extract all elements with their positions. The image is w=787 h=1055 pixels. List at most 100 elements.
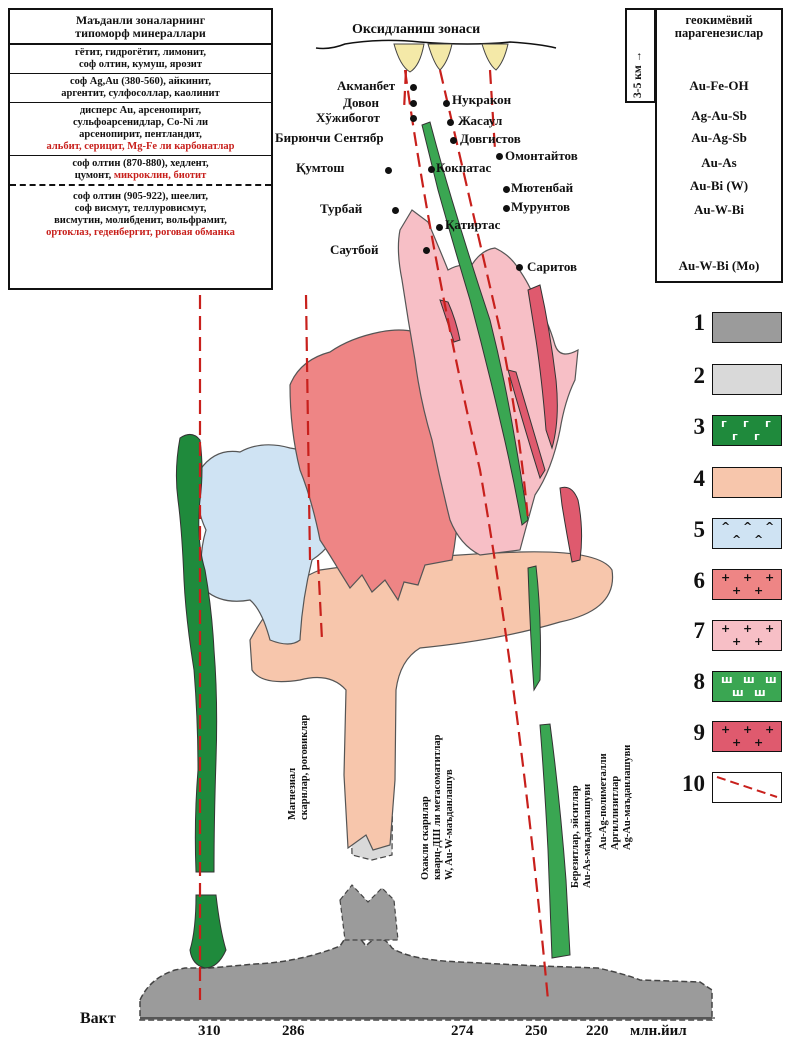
- deposit-dot: [385, 167, 392, 174]
- vlabel-line: Au-Ag-полиметалли: [598, 745, 610, 850]
- dyke-unit-8-lower: [540, 724, 570, 958]
- deposit-label: Қумтош: [296, 160, 344, 176]
- deposit-label: Бирюнчи Сентябр: [275, 130, 384, 146]
- zone-row-2-line: аргентит, сулфосоллар, каолинит: [14, 88, 267, 100]
- legend-pattern-glyph: +: [732, 736, 741, 749]
- deposit-dot: [392, 207, 399, 214]
- zone-row-3-line: арсенопирит, пентландит,: [14, 129, 267, 141]
- diabase-dyke-lower: [190, 895, 226, 968]
- deposit-label: Довон: [343, 95, 379, 111]
- deposit-label: Нукракон: [452, 92, 511, 108]
- geochem-item: Ag-Au-Sb: [657, 108, 781, 124]
- zone-row-5-line: висмутин, молибденит, вольфрамит,: [14, 215, 267, 227]
- zones-header-line-2: типоморф минераллари: [14, 27, 267, 40]
- geochem-header: геокимёвий парагенезислар: [657, 10, 781, 40]
- geochemical-paragenesis-box: геокимёвий парагенезислар Au-Fe-OH Ag-Au…: [655, 8, 783, 283]
- legend-swatch: ггггг: [712, 415, 782, 446]
- zone-row-4-line: соф олтин (870-880), хедлент,: [14, 158, 267, 170]
- legend-pattern-glyph: +: [721, 571, 730, 584]
- zone-row-3-line: дисперс Au, арсенопирит,: [14, 105, 267, 117]
- legend-pattern-glyph: ш: [732, 686, 744, 699]
- deposit-label: Мютенбай: [511, 180, 573, 196]
- legend-pattern-glyph: +: [765, 622, 774, 635]
- legend-swatch: [712, 772, 782, 803]
- legend-number: 3: [675, 414, 705, 440]
- zone-row-2-line: соф Ag,Au (380-560), айкинит,: [14, 76, 267, 88]
- deposit-label: Турбай: [320, 201, 362, 217]
- legend-pattern-glyph: г: [743, 417, 749, 430]
- vlabel-line: Ag-Au-маъданлашуви: [622, 745, 634, 850]
- label-argillizites: Au-Ag-полиметалли Аргиллизитлар Ag-Au-ма…: [598, 745, 634, 850]
- legend-pattern-glyph: ^: [754, 533, 763, 546]
- legend-number: 8: [675, 669, 705, 695]
- legend-pattern-glyph: ш: [765, 673, 777, 686]
- legend-pattern-glyph: +: [765, 571, 774, 584]
- legend-number: 5: [675, 517, 705, 543]
- legend-number: 4: [675, 466, 705, 492]
- axis-tick-label: 310: [198, 1023, 221, 1040]
- legend-pattern-glyph: г: [732, 430, 738, 443]
- legend-pattern-glyph: +: [754, 736, 763, 749]
- zone-row-3: дисперс Au, арсенопирит, сульфоарсенидла…: [10, 103, 271, 156]
- zones-table-header: Маъданли зоналарнинг типоморф минераллар…: [10, 10, 271, 45]
- geochem-item: Au-W-Bi (Mo): [657, 258, 781, 274]
- geochem-item: Au-W-Bi: [657, 202, 781, 218]
- legend-pattern-glyph: +: [743, 622, 752, 635]
- deposit-label: Саутбой: [330, 242, 378, 258]
- legend-swatch: [712, 467, 782, 498]
- vlabel-line: Охакли скарнлар: [420, 734, 432, 880]
- scale-text: 3-5 км: [632, 65, 644, 98]
- geochem-item: Au-Fe-OH: [657, 78, 781, 94]
- deposit-dot: [450, 137, 457, 144]
- fault-legend-icon: [713, 773, 780, 801]
- legend-pattern-glyph: ш: [754, 686, 766, 699]
- deposit-label: Жасаул: [458, 113, 502, 129]
- fault-6: [404, 70, 406, 110]
- oxidation-lens-2: [428, 44, 452, 70]
- deposit-dot: [443, 100, 450, 107]
- axis-tick-label: 286: [282, 1023, 305, 1040]
- deposit-dot: [503, 205, 510, 212]
- arrow-up-icon: →: [632, 51, 644, 63]
- deposit-dot: [496, 153, 503, 160]
- legend-pattern-glyph: +: [721, 723, 730, 736]
- legend-pattern-glyph: +: [732, 584, 741, 597]
- label-magnesian-skarns: Магнезиал скарнлар, роговиклар: [287, 715, 311, 820]
- basement-upper-cap: [340, 885, 398, 940]
- geochem-item: Au-Ag-Sb: [657, 130, 781, 146]
- deposit-dot: [447, 119, 454, 126]
- zone-row-1: гётит, гидрогётит, лимонит, соф олтин, к…: [10, 45, 271, 74]
- legend-swatch: ^^^^^: [712, 518, 782, 549]
- legend-pattern-glyph: ^: [765, 520, 774, 533]
- vlabel-line: Магнезиал: [287, 715, 299, 820]
- zone-row-5: соф олтин (905-922), шеелит, соф висмут,…: [10, 186, 271, 241]
- vlabel-line: Березитлар, эйситлар: [570, 784, 582, 888]
- zone-row-3-line: сульфоарсенидлар, Co-Ni ли: [14, 117, 267, 129]
- vlabel-line: кварц-ДШ ли метасоматитлар: [432, 734, 444, 880]
- deposit-dot: [503, 186, 510, 193]
- zone-row-1-line: соф олтин, кумуш, ярозит: [14, 59, 267, 71]
- label-lime-skarns: Охакли скарнлар кварц-ДШ ли метасоматитл…: [420, 734, 456, 880]
- zone-row-3-red: альбит, серицит, Mg-Fe ли карбонатлар: [14, 141, 267, 153]
- legend-pattern-glyph: ш: [721, 673, 733, 686]
- deposit-label: Кокпатас: [436, 160, 491, 176]
- deposit-dot: [436, 224, 443, 231]
- deposit-label: Омонтайтов: [505, 148, 578, 164]
- legend-swatch: +++++: [712, 569, 782, 600]
- label-beresites: Березитлар, эйситлар Au-As-маъданлашуви: [570, 784, 594, 888]
- legend-number: 7: [675, 618, 705, 644]
- vlabel-line: Аргиллизитлар: [610, 745, 622, 850]
- legend-pattern-glyph: +: [754, 635, 763, 648]
- deposit-label: Саритов: [527, 259, 577, 275]
- legend-pattern-glyph: +: [754, 584, 763, 597]
- geochem-item: Au-Bi (W): [657, 178, 781, 194]
- deposit-label: Қатиртас: [445, 217, 500, 233]
- axis-tick-label: 274: [451, 1023, 474, 1040]
- legend-pattern-glyph: г: [765, 417, 771, 430]
- vlabel-line: Au-As-маъданлашуви: [582, 784, 594, 888]
- basement-unit-1: [140, 928, 712, 1020]
- legend-pattern-glyph: г: [721, 417, 727, 430]
- legend-pattern-glyph: ^: [743, 520, 752, 533]
- mineral-zones-table: Маъданли зоналарнинг типоморф минераллар…: [8, 8, 273, 290]
